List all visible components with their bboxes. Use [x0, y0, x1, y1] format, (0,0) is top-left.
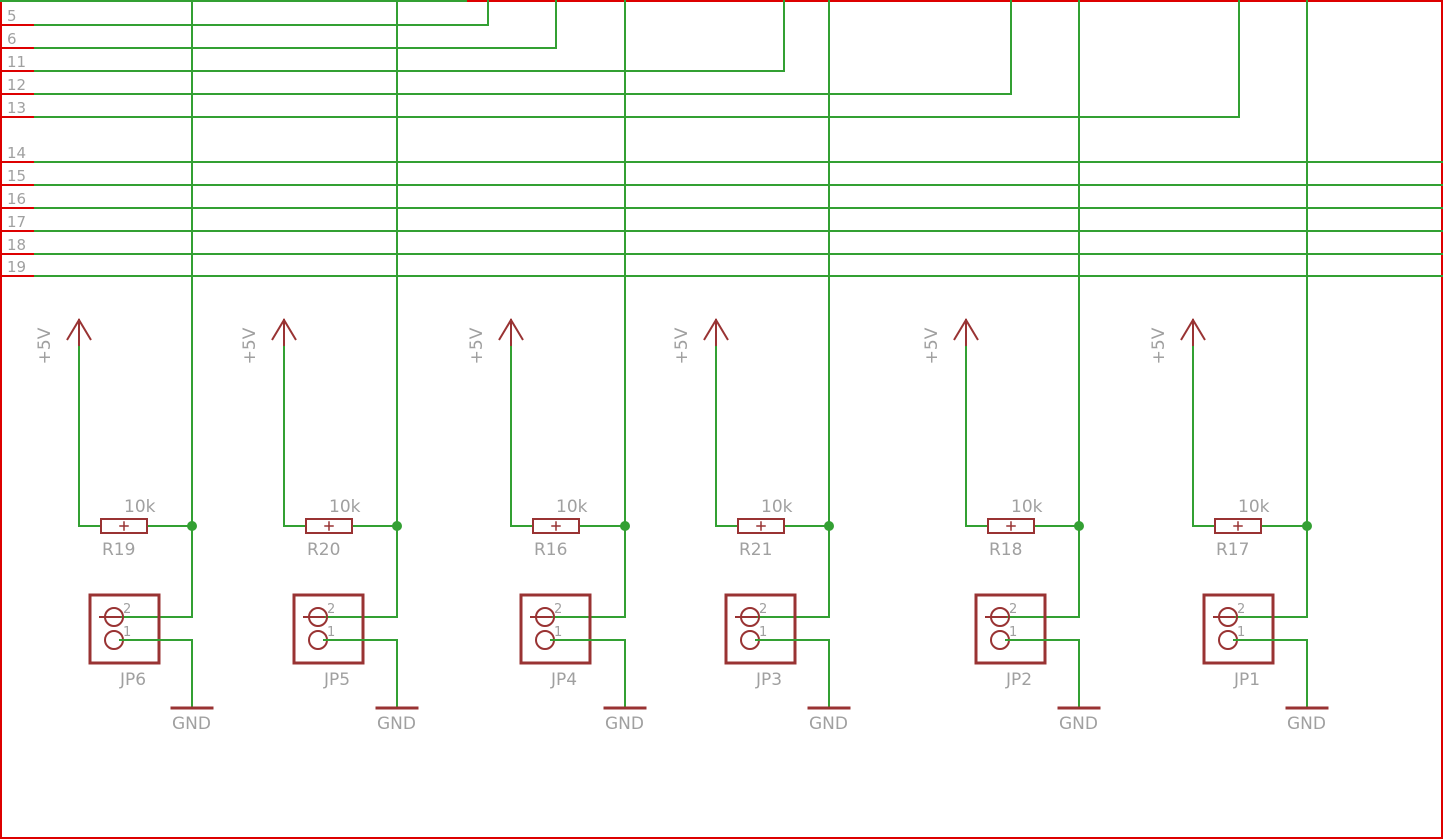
jumper-body: [519, 593, 592, 665]
ground-label: GND: [809, 714, 848, 734]
power-label: +5V: [35, 327, 55, 364]
junction-dot: [187, 521, 197, 531]
bus-line-label: 16: [7, 190, 26, 208]
junction-dot: [1302, 521, 1312, 531]
jumper-pin-number: 2: [327, 602, 335, 617]
power-label: +5V: [1149, 327, 1169, 364]
resistor-body: [100, 518, 148, 534]
jumper-pin-number: 1: [759, 625, 767, 640]
jumper-pin-number: 1: [1237, 625, 1245, 640]
jumper-pin-number: 2: [1009, 602, 1017, 617]
bus-line-label: 18: [7, 236, 26, 254]
resistor-value: 10k: [1011, 497, 1043, 517]
ground-label: GND: [1059, 714, 1098, 734]
jumper-name: JP6: [119, 670, 146, 690]
resistor-body: [305, 518, 353, 534]
junction-dot: [392, 521, 402, 531]
resistor-name: R21: [739, 540, 772, 560]
bus-line-label: 5: [7, 7, 17, 25]
bus-line-label: 19: [7, 258, 26, 276]
bus-line-label: 14: [7, 144, 26, 162]
resistor-value: 10k: [761, 497, 793, 517]
resistor-body: [532, 518, 580, 534]
junction-dot: [824, 521, 834, 531]
jumper-pin-number: 1: [554, 625, 562, 640]
resistor-name: R17: [1216, 540, 1249, 560]
junction-dot: [620, 521, 630, 531]
jumper-name: JP1: [1233, 670, 1260, 690]
jumper-pin-number: 1: [1009, 625, 1017, 640]
ground-label: GND: [377, 714, 416, 734]
resistor-value: 10k: [1238, 497, 1270, 517]
jumper-name: JP2: [1005, 670, 1032, 690]
resistor-value: 10k: [124, 497, 156, 517]
bus-line-label: 17: [7, 213, 26, 231]
resistor-value: 10k: [329, 497, 361, 517]
power-label: +5V: [467, 327, 487, 364]
jumper-body: [1202, 593, 1275, 665]
jumper-body: [974, 593, 1047, 665]
bus-line-label: 6: [7, 30, 17, 48]
bus-lines: 5 6 11 12 13 14 15 16 17 18 19: [0, 0, 1443, 277]
jumper-body: [724, 593, 797, 665]
jumper-name: JP4: [550, 670, 577, 690]
resistor-body: [737, 518, 785, 534]
bus-line-label: 12: [7, 76, 26, 94]
resistor-name: R20: [307, 540, 340, 560]
resistor-name: R18: [989, 540, 1022, 560]
jumper-pin-number: 1: [327, 625, 335, 640]
jumper-pin-number: 2: [123, 602, 131, 617]
ground-label: GND: [172, 714, 211, 734]
jumper-pin-number: 2: [554, 602, 562, 617]
resistor-value: 10k: [556, 497, 588, 517]
jumper-pin-number: 2: [1237, 602, 1245, 617]
resistor-body: [1214, 518, 1262, 534]
resistor-name: R16: [534, 540, 567, 560]
ground-label: GND: [1287, 714, 1326, 734]
jumper-pin-number: 2: [759, 602, 767, 617]
jumper-body: [292, 593, 365, 665]
resistor-name: R19: [102, 540, 135, 560]
jumper-body: [88, 593, 161, 665]
bus-line-label: 13: [7, 99, 26, 117]
junction-dot: [1074, 521, 1084, 531]
bus-line-label: 11: [7, 53, 26, 71]
bus-line-label: 15: [7, 167, 26, 185]
ground-label: GND: [605, 714, 644, 734]
power-label: +5V: [240, 327, 260, 364]
power-label: +5V: [922, 327, 942, 364]
resistor-body: [987, 518, 1035, 534]
power-label: +5V: [672, 327, 692, 364]
jumper-name: JP5: [323, 670, 350, 690]
jumper-pin-number: 1: [123, 625, 131, 640]
jumper-name: JP3: [755, 670, 782, 690]
